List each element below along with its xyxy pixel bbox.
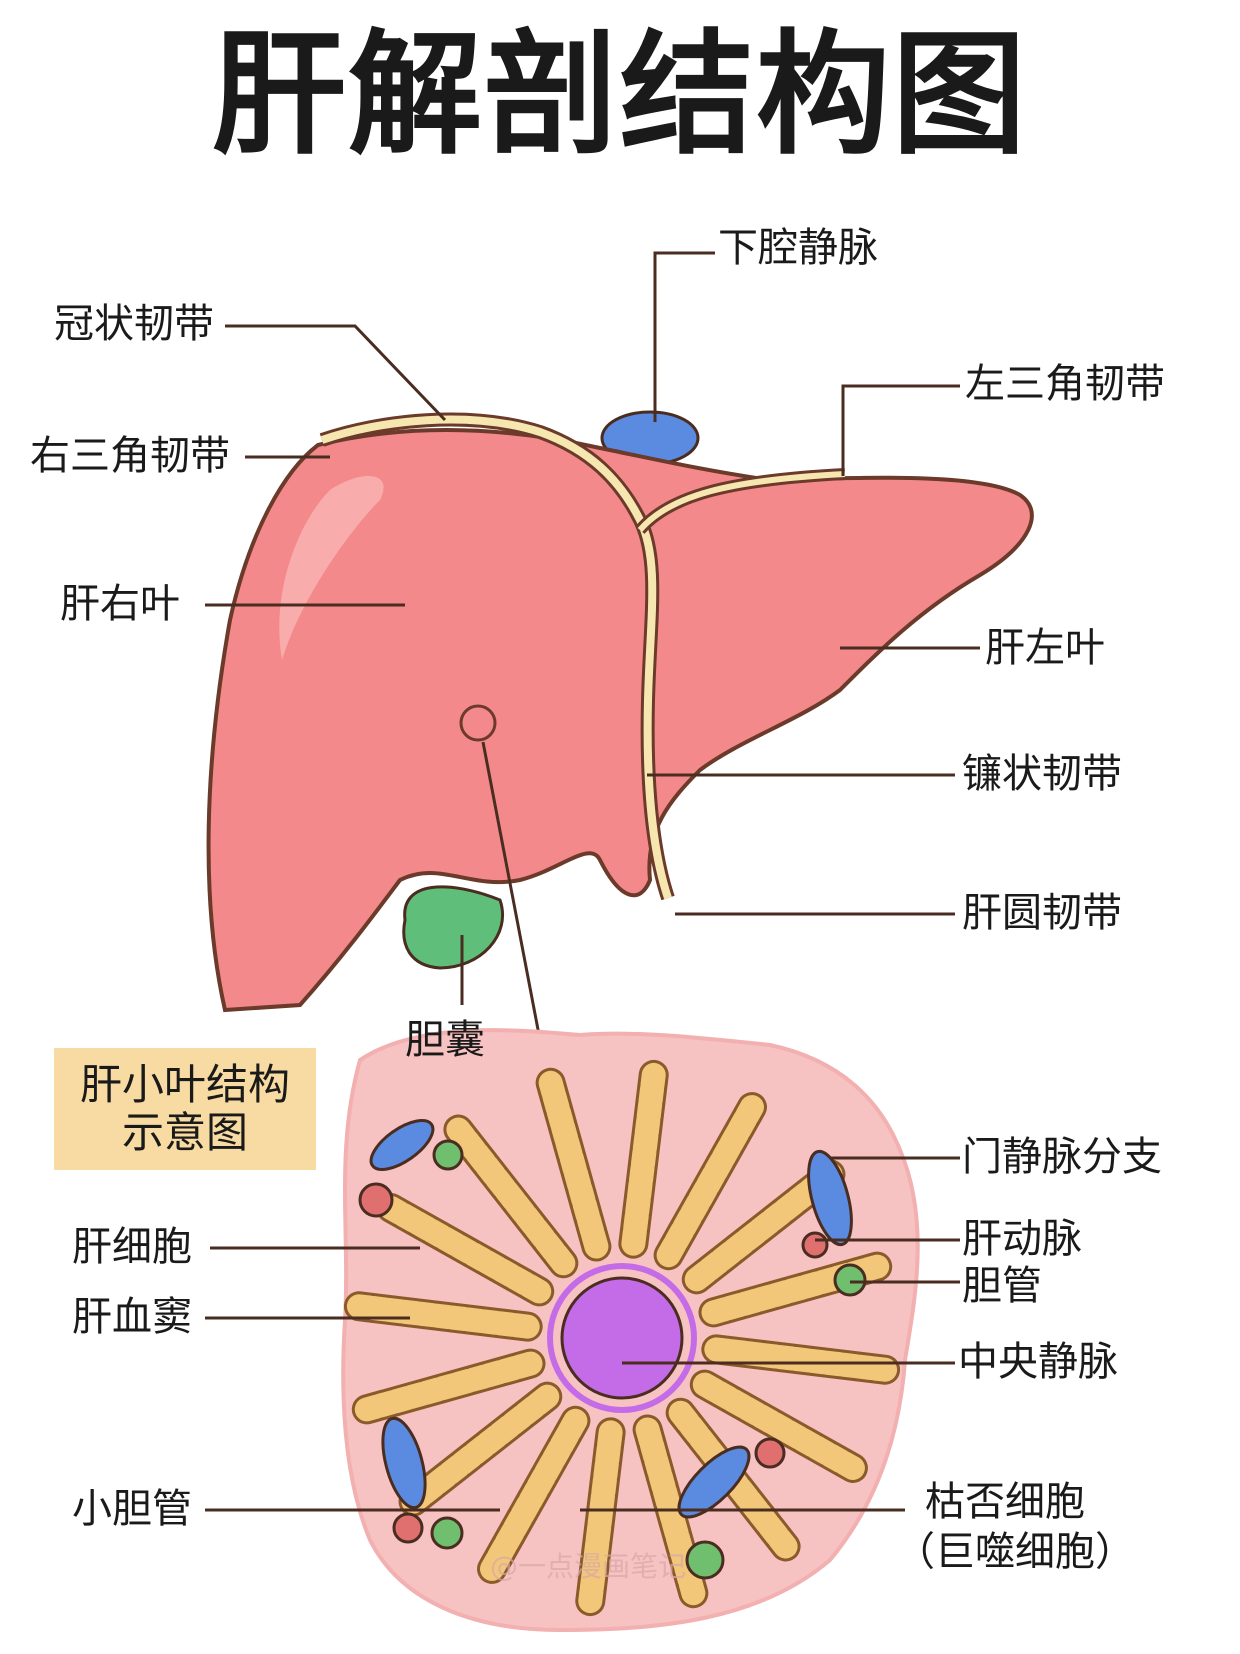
hepatocyte-cord bbox=[346, 1294, 540, 1339]
label-round-ligament: 肝圆韧带 bbox=[962, 890, 1122, 936]
label-coronary-ligament: 冠状韧带 bbox=[54, 301, 214, 347]
hepatocyte-cord bbox=[656, 1095, 764, 1268]
hepatocyte-cord bbox=[704, 1337, 898, 1382]
label-gallbladder: 胆囊 bbox=[405, 1017, 485, 1063]
label-kupffer-line2: （巨噬细胞） bbox=[895, 1529, 1135, 1575]
gallbladder-shape bbox=[402, 885, 504, 970]
left-triangular-fill bbox=[637, 471, 846, 532]
label-left-lobe: 肝左叶 bbox=[985, 625, 1105, 671]
watermark: @一点漫画笔记 bbox=[490, 1550, 687, 1583]
hepatocyte-cord bbox=[538, 1070, 609, 1259]
label-central-vein: 中央静脉 bbox=[958, 1339, 1118, 1385]
label-hepatic-artery: 肝动脉 bbox=[962, 1216, 1082, 1262]
hepatocyte-cord bbox=[692, 1372, 865, 1480]
label-portal-branch: 门静脉分支 bbox=[962, 1134, 1162, 1180]
leader-lines-lobule bbox=[205, 1156, 960, 1512]
hepatocyte-cord bbox=[354, 1351, 543, 1422]
hepatocyte-cord bbox=[379, 1196, 552, 1304]
hepatocyte-cord bbox=[684, 1162, 843, 1292]
label-bile-duct: 胆管 bbox=[962, 1263, 1042, 1309]
label-hepatocyte: 肝细胞 bbox=[72, 1224, 192, 1270]
coronary-ligament-fill bbox=[320, 415, 672, 900]
central-vein-ring bbox=[547, 1263, 697, 1413]
lobule-title-box: 肝小叶结构 示意图 bbox=[54, 1048, 316, 1170]
label-falciform: 镰状韧带 bbox=[962, 751, 1122, 797]
lobule-title-line1: 肝小叶结构 bbox=[79, 1059, 290, 1109]
central-vein-shape bbox=[560, 1276, 684, 1400]
hepatocyte-cord bbox=[480, 1408, 588, 1581]
label-left-triangular: 左三角韧带 bbox=[965, 361, 1165, 407]
hepatocyte-cord bbox=[578, 1420, 623, 1614]
hepatocyte-cord bbox=[446, 1117, 576, 1276]
label-bile-ductule: 小胆管 bbox=[72, 1486, 192, 1532]
leader-lines-liver bbox=[205, 251, 980, 1041]
label-right-lobe: 肝右叶 bbox=[60, 581, 180, 627]
lobule-title-line2: 示意图 bbox=[121, 1108, 248, 1157]
page-title: 肝解剖结构图 bbox=[211, 17, 1028, 173]
liver-highlight bbox=[279, 476, 384, 660]
portal-triads bbox=[358, 1119, 867, 1580]
lobule-marker bbox=[459, 704, 497, 742]
label-right-triangular: 右三角韧带 bbox=[30, 433, 230, 479]
hepatocyte-cord bbox=[401, 1384, 560, 1514]
label-kupffer-line1: 枯否细胞 bbox=[925, 1479, 1085, 1525]
hepatocyte-cord bbox=[621, 1062, 666, 1256]
label-ivc: 下腔静脉 bbox=[718, 225, 878, 271]
label-sinusoid: 肝血窦 bbox=[72, 1294, 192, 1340]
